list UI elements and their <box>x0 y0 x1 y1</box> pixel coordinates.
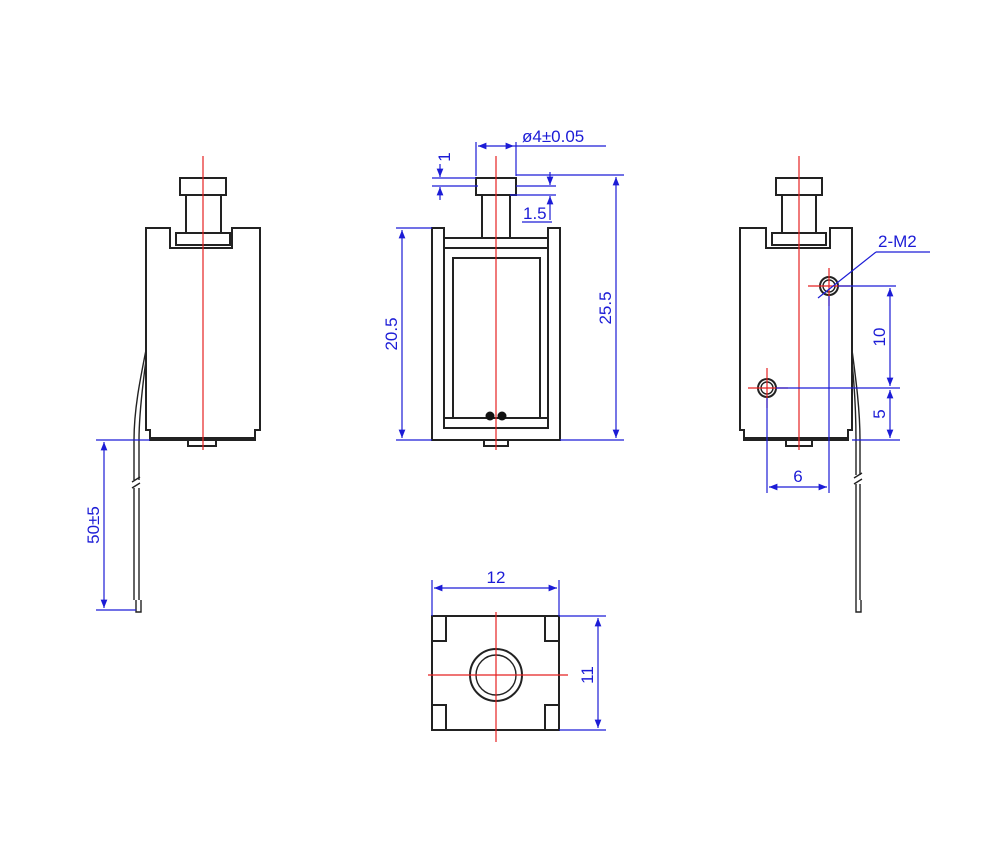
plunger-diameter-label: ø4±0.05 <box>522 127 584 146</box>
hole-offset-horizontal-dimension: 6 <box>766 296 830 493</box>
right-body-outline <box>739 177 853 447</box>
lead-length-label: 50±5 <box>84 506 103 544</box>
left-lead-wire <box>131 349 147 613</box>
plunger-step-label: 1.5 <box>523 204 547 223</box>
plunger-step-dimension: 1.5 <box>510 172 556 223</box>
hole-offset-horizontal-label: 6 <box>793 467 802 486</box>
body-width-label: 12 <box>487 568 506 587</box>
right-side-view: 2-M2 10 5 6 <box>739 156 930 613</box>
plunger-head-dimension: 1 <box>432 152 478 200</box>
body-depth-dimension: 11 <box>559 615 606 731</box>
overall-height-label: 25.5 <box>596 291 615 324</box>
front-terminal-dot-left <box>485 411 495 421</box>
hole-spacing-dimension: 10 5 <box>776 285 900 441</box>
hole-offset-bottom-label: 5 <box>870 409 889 418</box>
body-width-dimension: 12 <box>431 568 560 616</box>
lead-length-dimension: 50±5 <box>84 439 150 611</box>
hole-spacing-vertical-label: 10 <box>870 328 889 347</box>
plunger-head-label: 1 <box>435 152 454 161</box>
mount-holes-callout: 2-M2 <box>817 232 930 299</box>
front-view: ø4±0.05 1 1.5 20.5 25.5 <box>382 127 624 450</box>
bottom-view: 12 11 <box>428 568 606 742</box>
plunger-diameter-dimension: ø4±0.05 <box>475 127 606 176</box>
front-terminal-dot-right <box>497 411 507 421</box>
frame-height-label: 20.5 <box>382 317 401 350</box>
frame-height-dimension: 20.5 <box>382 227 432 441</box>
right-lead-wire <box>851 349 863 613</box>
mount-holes-label: 2-M2 <box>878 232 917 251</box>
overall-height-dimension: 25.5 <box>516 174 624 441</box>
left-side-view: 50±5 <box>84 156 261 613</box>
body-depth-label: 11 <box>578 666 597 684</box>
